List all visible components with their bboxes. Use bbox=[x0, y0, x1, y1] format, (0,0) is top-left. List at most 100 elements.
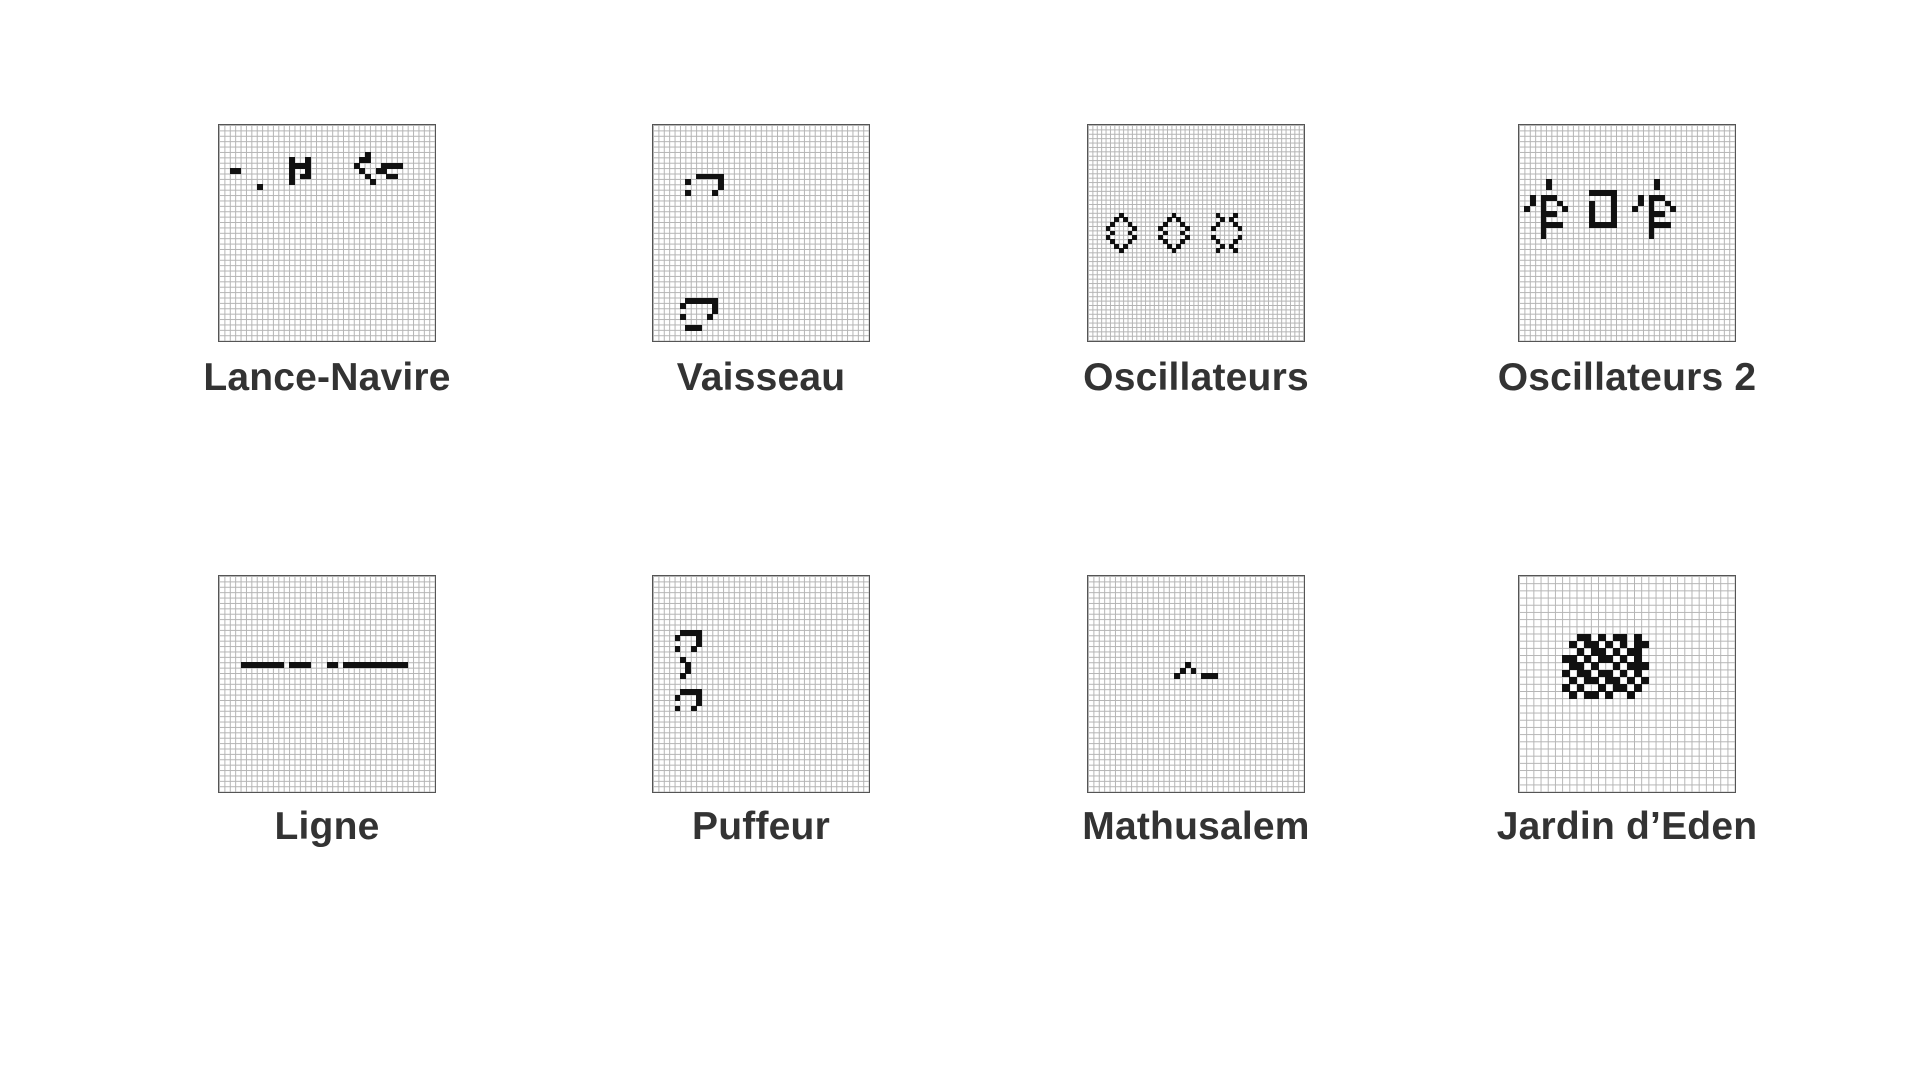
live-cell bbox=[1556, 222, 1563, 228]
live-cell bbox=[1206, 673, 1213, 679]
live-cell bbox=[696, 700, 702, 706]
pattern-label-puffeur: Puffeur bbox=[692, 805, 830, 848]
live-cell bbox=[1610, 222, 1617, 228]
live-cell bbox=[1118, 213, 1124, 218]
live-cell bbox=[1641, 676, 1649, 685]
live-cell bbox=[1576, 633, 1585, 642]
live-cell bbox=[1540, 206, 1547, 212]
live-cell bbox=[1654, 211, 1660, 218]
live-cell bbox=[680, 657, 686, 663]
live-cell bbox=[1654, 195, 1660, 201]
live-cell bbox=[1610, 216, 1617, 223]
live-cell bbox=[685, 189, 692, 196]
live-cell bbox=[364, 152, 371, 158]
live-cell bbox=[1627, 691, 1635, 699]
live-cell bbox=[327, 662, 333, 669]
live-cell bbox=[1583, 640, 1592, 649]
live-cell bbox=[696, 640, 702, 647]
live-cell bbox=[1540, 200, 1547, 207]
pattern-grid-vaisseau[interactable] bbox=[652, 124, 870, 342]
live-cell bbox=[1619, 655, 1628, 663]
live-cell bbox=[680, 314, 686, 320]
live-cell bbox=[1158, 235, 1164, 240]
pattern-grid-ligne[interactable] bbox=[218, 575, 436, 793]
pattern-grid-oscillateurs-2[interactable] bbox=[1518, 124, 1736, 342]
live-cell bbox=[690, 646, 697, 652]
live-cell bbox=[256, 184, 263, 191]
live-cell bbox=[680, 630, 686, 636]
live-cell bbox=[1648, 216, 1655, 223]
live-cell bbox=[1127, 221, 1133, 227]
live-cell bbox=[386, 173, 393, 180]
pattern-grid-puffeur[interactable] bbox=[652, 575, 870, 793]
live-cell bbox=[717, 179, 724, 185]
live-cell bbox=[1220, 243, 1225, 249]
live-cell bbox=[1220, 217, 1225, 223]
live-cell bbox=[289, 179, 295, 185]
live-cell bbox=[674, 694, 681, 701]
live-cell bbox=[1598, 633, 1606, 642]
live-cell bbox=[674, 705, 681, 712]
live-cell bbox=[1605, 222, 1612, 228]
live-cell bbox=[359, 168, 366, 174]
live-cell bbox=[1598, 684, 1606, 692]
live-cell bbox=[294, 162, 301, 169]
live-cell bbox=[386, 162, 393, 169]
live-cell bbox=[251, 662, 258, 669]
pattern-grid-oscillateurs[interactable] bbox=[1087, 124, 1305, 342]
live-cell bbox=[1605, 189, 1612, 196]
live-cell bbox=[1634, 655, 1642, 663]
live-cell bbox=[354, 662, 360, 669]
live-cell bbox=[1583, 633, 1592, 642]
live-cell bbox=[1627, 676, 1635, 685]
live-cell bbox=[1583, 691, 1592, 699]
live-cell bbox=[1132, 235, 1137, 240]
live-cell bbox=[375, 168, 382, 174]
live-cell bbox=[332, 662, 339, 669]
live-cell bbox=[1540, 211, 1547, 218]
live-cell bbox=[364, 662, 371, 669]
live-cell bbox=[1110, 239, 1115, 245]
live-cell bbox=[696, 689, 702, 696]
live-cell bbox=[348, 662, 355, 669]
live-cell bbox=[1648, 195, 1655, 201]
live-cell bbox=[685, 662, 692, 669]
live-cell bbox=[1589, 206, 1595, 212]
live-cell bbox=[1211, 235, 1216, 240]
live-cell bbox=[1605, 676, 1613, 685]
live-cell bbox=[1619, 633, 1628, 642]
live-cell bbox=[289, 173, 295, 180]
live-cell bbox=[1610, 211, 1617, 218]
pattern-label-oscillateurs-2: Oscillateurs 2 bbox=[1497, 356, 1757, 399]
live-cell bbox=[1610, 200, 1617, 207]
live-cell bbox=[256, 662, 263, 669]
live-cell bbox=[1589, 200, 1595, 207]
live-cell bbox=[717, 184, 724, 191]
live-cell bbox=[685, 630, 692, 636]
pattern-label-lance-navire: Lance-Navire bbox=[203, 356, 451, 399]
pattern-label-jardin-d-eden: Jardin d’Eden bbox=[1496, 805, 1758, 848]
live-cell bbox=[381, 662, 387, 669]
live-cell bbox=[1540, 216, 1547, 223]
live-cell bbox=[364, 157, 371, 164]
live-cell bbox=[1591, 676, 1599, 685]
live-cell bbox=[1648, 200, 1655, 207]
live-cell bbox=[1641, 640, 1649, 649]
pattern-grid-mathusalem[interactable] bbox=[1087, 575, 1305, 793]
live-cell bbox=[1598, 648, 1606, 656]
live-cell bbox=[1632, 206, 1639, 212]
live-cell bbox=[1546, 184, 1552, 191]
live-cell bbox=[375, 662, 382, 669]
live-cell bbox=[1591, 691, 1599, 699]
live-cell bbox=[381, 162, 387, 169]
live-cell bbox=[1576, 662, 1585, 670]
live-cell bbox=[1634, 640, 1642, 649]
live-cell bbox=[1228, 217, 1234, 223]
live-cell bbox=[1654, 179, 1660, 185]
live-cell bbox=[267, 662, 274, 669]
live-cell bbox=[1114, 243, 1120, 249]
pattern-grid-jardin-d-eden[interactable] bbox=[1518, 575, 1736, 793]
live-cell bbox=[1664, 200, 1671, 207]
live-cell bbox=[391, 173, 398, 180]
pattern-grid-lance-navire[interactable] bbox=[218, 124, 436, 342]
